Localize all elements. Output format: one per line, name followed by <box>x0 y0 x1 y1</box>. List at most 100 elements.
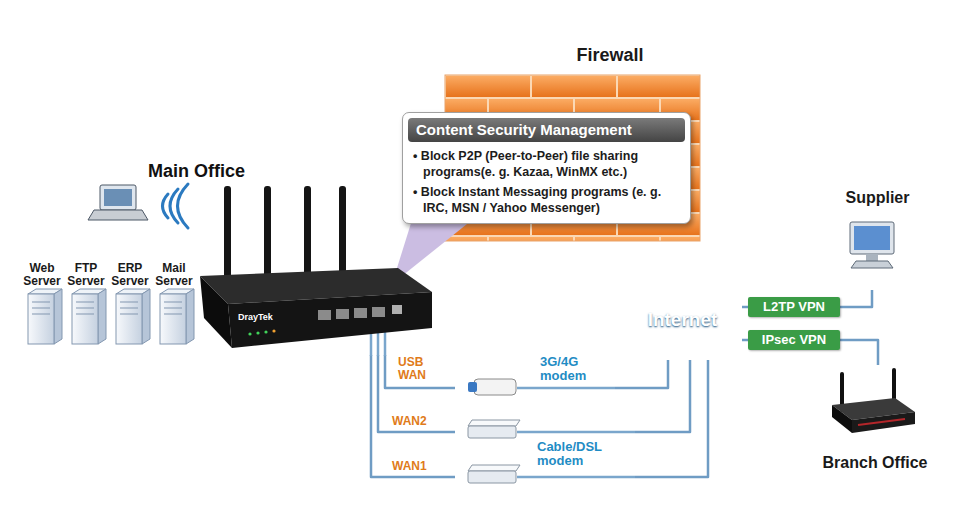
vpn-tag: IPsec VPN <box>748 330 840 350</box>
server-icons <box>76 302 94 303</box>
router-device <box>200 276 232 348</box>
server-icons <box>116 294 142 344</box>
server-icons <box>32 302 50 303</box>
label-holder: FTP Server <box>64 262 108 288</box>
server-icons <box>28 289 194 344</box>
laptop-icon <box>88 185 148 220</box>
edge-label-holder: IPsec VPN <box>748 330 840 350</box>
firewall-title: Firewall <box>555 44 665 66</box>
port-label: WAN1 <box>392 459 436 473</box>
ground-ellipse <box>455 417 531 447</box>
node-label: Cable/DSL modem <box>537 440 617 468</box>
server-icons <box>120 308 138 309</box>
label-holder: DrayTek <box>238 312 298 322</box>
router-device <box>264 330 267 333</box>
node-label: 3G/4G modem <box>540 355 602 383</box>
edge-label-holder: WAN2 <box>392 414 436 428</box>
link-line <box>635 360 708 477</box>
modem-node: 3G/4G modem <box>455 345 615 405</box>
server-icons <box>164 308 182 309</box>
callout-heading: Content Security Management <box>408 118 685 142</box>
vpn-tag: L2TP VPN <box>748 297 840 317</box>
supplier-computer <box>850 222 894 254</box>
node-label: Branch Office <box>805 453 945 472</box>
router-device <box>228 292 432 348</box>
supplier-computer <box>866 254 878 261</box>
router-device <box>339 186 346 274</box>
server-label: FTP Server <box>64 262 108 288</box>
server-icons <box>76 308 94 309</box>
branch-router <box>832 405 852 433</box>
wifi-signal <box>163 184 189 228</box>
server-icons <box>28 294 54 344</box>
server-icons <box>32 308 50 309</box>
ground-ellipse <box>819 232 935 288</box>
server-icons <box>76 314 94 315</box>
server-label: Web Server <box>20 262 64 288</box>
server-icons <box>160 294 186 344</box>
supplier-computer <box>854 226 890 250</box>
callout-bullet: • Block P2P (Peer-to-Peer) file sharing … <box>413 148 682 180</box>
server-icons <box>186 289 194 344</box>
label-holder: ERP Server <box>108 262 152 288</box>
link-line <box>371 355 455 477</box>
wifi-signal <box>178 184 189 228</box>
router-device <box>272 329 275 332</box>
internet-cloud: Internet <box>625 280 742 360</box>
server-icons <box>32 314 50 315</box>
label-holder: Mail Server <box>152 262 196 288</box>
laptop-icon <box>104 189 132 206</box>
link-line <box>615 360 668 388</box>
laptop-icon <box>88 210 148 220</box>
modem-icons <box>468 379 520 483</box>
port-label: USB WAN <box>398 356 434 382</box>
router-device <box>224 186 231 282</box>
laptop-icon <box>100 185 136 210</box>
router-device <box>354 308 367 318</box>
node-label: Internet <box>625 308 740 331</box>
server-label: Mail Server <box>152 262 196 288</box>
ground-ellipse <box>0 160 430 355</box>
router-device <box>248 332 251 335</box>
callout-box: Content Security Management • Block P2P (… <box>402 112 691 224</box>
ground-ellipse <box>455 462 531 492</box>
modem-icons <box>468 420 520 426</box>
router-device <box>392 305 402 314</box>
callout-bullet: • Block Instant Messaging programs (e. g… <box>413 184 682 216</box>
modem-wires <box>517 431 635 434</box>
server-label: ERP Server <box>108 262 152 288</box>
link-line <box>378 355 455 432</box>
server-icons <box>164 314 182 315</box>
server-icons <box>120 302 138 303</box>
router-device <box>336 309 349 319</box>
port-label: WAN2 <box>392 414 436 428</box>
modem-icons <box>468 382 477 392</box>
branch-router <box>832 368 915 433</box>
branch-router <box>852 412 915 433</box>
ground-ellipse <box>455 373 531 403</box>
edge-label-holder: WAN1 <box>392 459 436 473</box>
edge-label-holder: USB WAN <box>398 356 434 382</box>
site-node: Supplier <box>815 188 942 290</box>
modem-icons <box>474 379 516 395</box>
server-icons <box>164 302 182 303</box>
link-line <box>635 360 690 432</box>
server-icons <box>98 289 106 344</box>
node-label: Main Office <box>148 160 298 182</box>
modem-icons <box>468 426 516 438</box>
branch-router <box>858 419 905 425</box>
modem-wires <box>517 476 635 479</box>
label-holder: Firewall <box>555 44 665 66</box>
brand-logo: DrayTek <box>238 312 298 322</box>
router-device <box>304 186 311 276</box>
server-icons <box>54 289 62 344</box>
modem-wires <box>517 387 615 390</box>
node-label: Supplier <box>815 188 940 207</box>
router-device <box>256 331 259 334</box>
modem-node: Cable/DSL modem <box>455 410 635 495</box>
link-line <box>385 355 455 388</box>
router-device <box>318 310 331 320</box>
router-device <box>200 186 432 348</box>
